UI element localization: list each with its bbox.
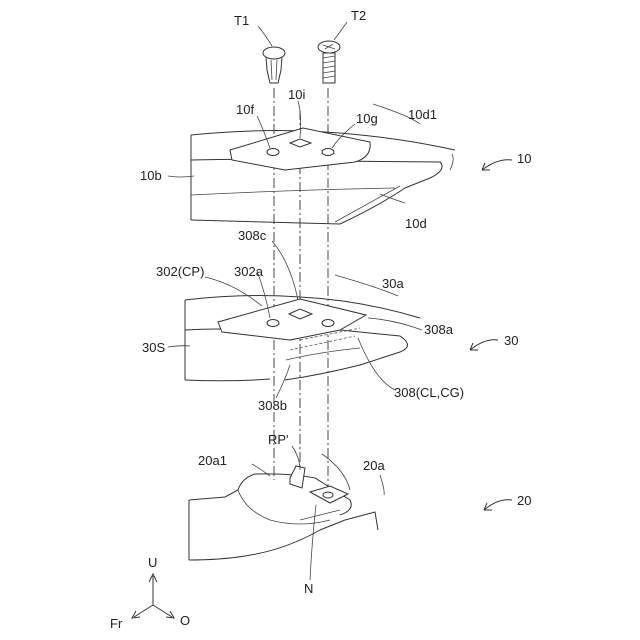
label-20a1: 20a1: [198, 453, 227, 468]
direction-axes: [132, 574, 174, 618]
label-axis-fr: Fr: [110, 616, 123, 631]
label-t2: T2: [351, 8, 366, 23]
label-10: 10: [517, 151, 531, 166]
screw-fastener-t2: [318, 41, 340, 83]
part-10: [191, 128, 455, 224]
label-10g: 10g: [356, 111, 378, 126]
leader-lines: [168, 22, 453, 580]
label-302cp: 302(CP): [156, 264, 204, 279]
label-308a: 308a: [424, 322, 454, 337]
label-10d1: 10d1: [408, 107, 437, 122]
label-axis-u: U: [148, 555, 157, 570]
label-302a: 302a: [234, 264, 264, 279]
label-10d: 10d: [405, 216, 427, 231]
clip-fastener-t1: [263, 47, 285, 83]
part-20: [189, 466, 378, 560]
label-n: N: [304, 581, 313, 596]
label-20: 20: [517, 493, 531, 508]
label-30s: 30S: [142, 340, 165, 355]
label-10f: 10f: [236, 102, 254, 117]
label-10i: 10i: [288, 87, 305, 102]
label-t1: T1: [234, 13, 249, 28]
label-10b: 10b: [140, 168, 162, 183]
label-30: 30: [504, 333, 518, 348]
label-axis-o: O: [180, 613, 190, 628]
label-308-cl-cg: 308(CL,CG): [394, 385, 464, 400]
part-30: [185, 296, 420, 381]
label-rp-prime: RP': [268, 432, 289, 447]
label-308c: 308c: [238, 228, 267, 243]
label-20a: 20a: [363, 458, 385, 473]
label-30a: 30a: [382, 276, 404, 291]
label-308b: 308b: [258, 398, 287, 413]
